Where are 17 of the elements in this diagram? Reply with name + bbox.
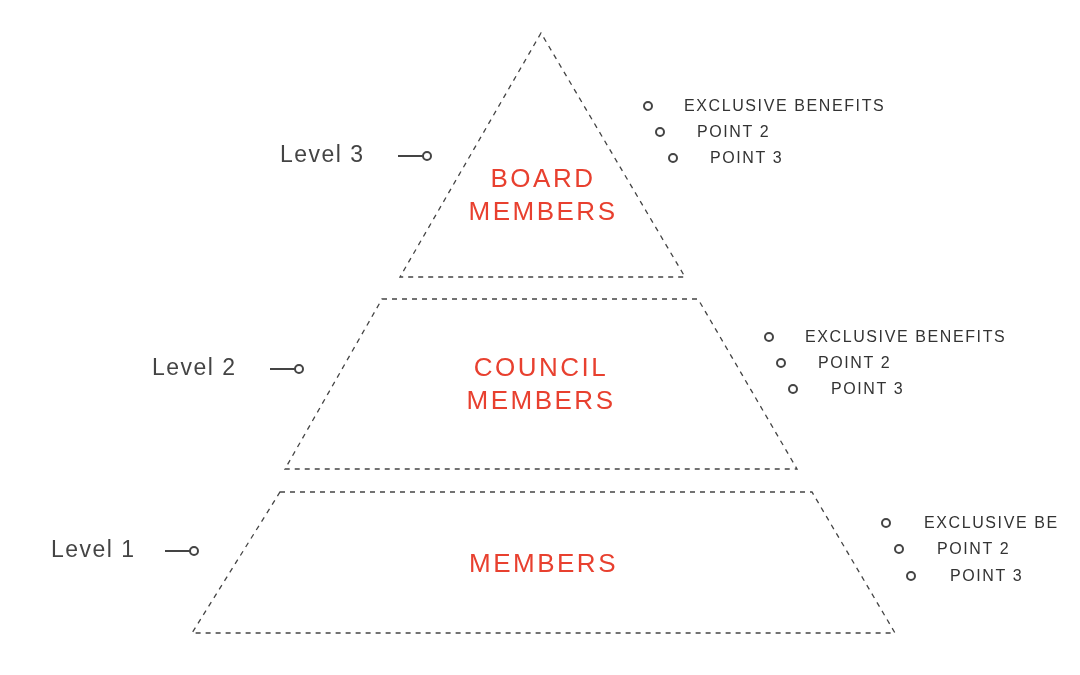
level-label: Level 3 — [280, 141, 365, 167]
tier-title: MEMBERS — [468, 547, 619, 580]
bullet-text: POINT 2 — [818, 354, 892, 372]
bullet-text: EXCLUSIVE BENEFITS — [684, 97, 886, 115]
pyramid-tier — [283, 297, 799, 471]
bullet-text: POINT 2 — [937, 540, 1011, 558]
level-label: Level 1 — [51, 536, 136, 562]
bullet-text: EXCLUSIVE BE — [924, 514, 1059, 532]
tier-title: COUNCIL MEMBERS — [465, 351, 617, 417]
pyramid-tier — [190, 490, 897, 635]
bullet-text: EXCLUSIVE BENEFITS — [805, 328, 1007, 346]
bullet-text: POINT 3 — [950, 567, 1024, 585]
tier-title: BOARD MEMBERS — [468, 162, 618, 228]
bullet-text: POINT 2 — [697, 123, 771, 141]
level-label: Level 2 — [152, 354, 237, 380]
bullet-text: POINT 3 — [831, 380, 905, 398]
bullet-text: POINT 3 — [710, 149, 784, 167]
